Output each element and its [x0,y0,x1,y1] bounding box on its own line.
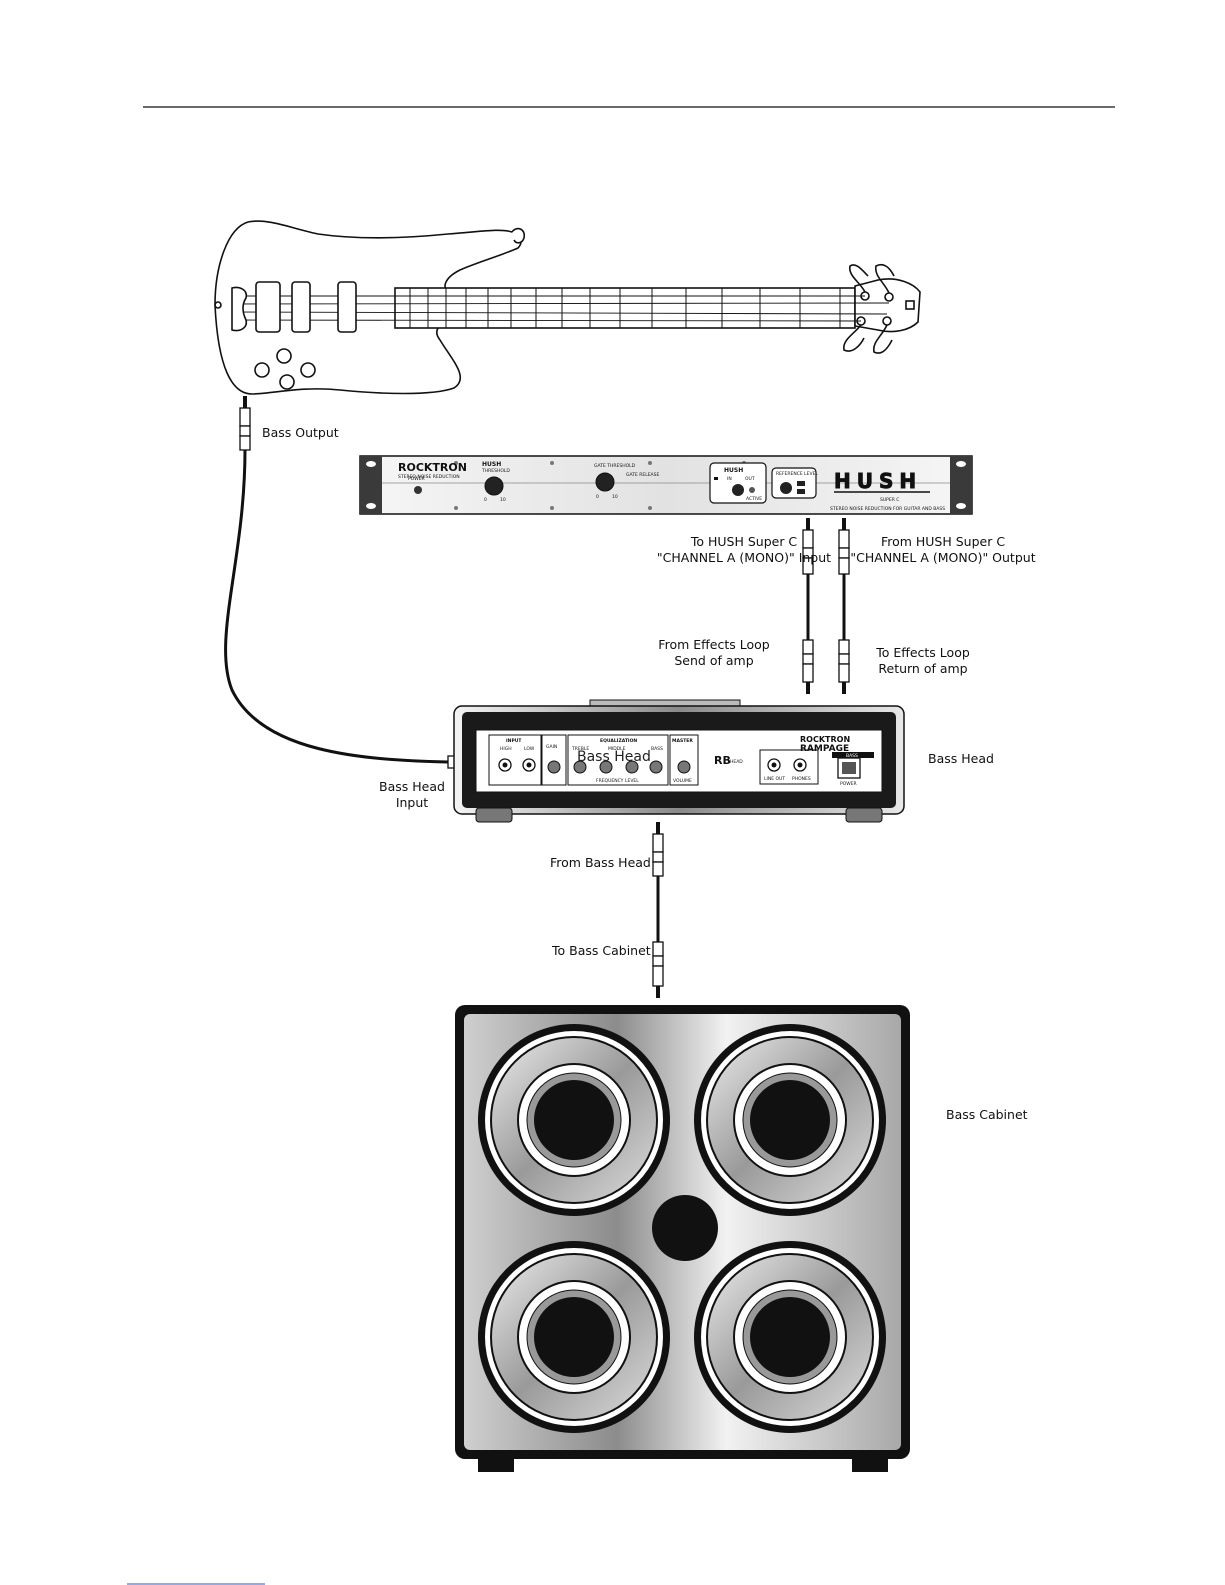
hush-logo: HUSH [834,469,922,493]
speakers [478,1024,886,1433]
amp-phones-label: PHONES [792,776,811,782]
gate-threshold-label: GATE THRESHOLD [594,463,636,469]
amp-frequency-label: FREQUENCY [596,778,624,784]
label-hush-input: To HUSH Super C "CHANNEL A (MONO)" Input [628,534,860,566]
speaker-top-right-icon [694,1024,886,1216]
label-bass-head-input: Bass Head Input [374,779,450,811]
hush-box-title: HUSH [724,467,743,474]
label-hush-output-line2: "CHANNEL A (MONO)" Output [850,550,1036,565]
speaker-bottom-right-icon [694,1241,886,1433]
effects-send-cable [802,518,814,694]
label-hush-input-line1: To HUSH Super C [690,534,798,549]
amp-level-label: LEVEL [625,778,639,784]
hush-threshold-min: 0 [484,497,487,503]
label-effects-send-line1: From Effects Loop [658,637,770,652]
amp-high-label: HIGH [500,746,512,752]
gate-threshold-max: 10 [612,494,618,500]
hush-logo-caption: STEREO NOISE REDUCTION FOR GUITAR AND BA… [830,506,945,512]
hush-out-label: OUT [745,476,755,482]
hush-threshold-knob[interactable] [484,476,504,496]
label-bass-head-input-line2: Input [395,795,429,810]
amp-treble-knob[interactable] [573,760,587,774]
label-hush-input-line2: "CHANNEL A (MONO)" Input [656,550,832,565]
label-effects-return-line1: To Effects Loop [876,645,970,660]
bass-port-icon [652,1195,718,1261]
hush-active-led-icon [749,487,755,493]
amp-eq-label: EQUALIZATION [600,738,637,744]
amp-treble-label: TREBLE [571,746,589,752]
amp-middle-label: MIDDLE [608,746,626,752]
guitar-cable [224,396,487,769]
amp-line-out-label: LINE OUT [764,776,785,782]
bass-head-unit: INPUT HIGH LOW GAIN EQUALIZATION TREBLE … [453,699,905,823]
label-effects-return: To Effects Loop Return of amp [868,645,978,677]
amp-low-label: LOW [524,746,535,752]
speaker-top-left-icon [478,1024,670,1216]
speaker-cable [652,822,664,998]
hush-threshold-max: 10 [500,497,506,503]
amp-brand: ROCKTRON [800,735,850,744]
hush-super-c-unit: ROCKTRON STEREO NOISE REDUCTION POWER HU… [359,455,973,515]
amp-middle-level-knob[interactable] [625,760,639,774]
amp-bass-knob[interactable] [649,760,663,774]
amp-bass-label: BASS [651,746,663,752]
amp-model: RAMPAGE [800,744,849,754]
hush-power-led-icon [414,486,422,494]
gate-threshold-knob[interactable] [595,472,615,492]
label-hush-output-line1: From HUSH Super C [880,534,1006,549]
hush-logo-sub: SUPER C [880,497,899,503]
gate-release-label: GATE RELEASE [626,472,659,478]
amp-volume-knob[interactable] [677,760,691,774]
label-bass-head: Bass Head [928,751,994,766]
label-bass-cabinet: Bass Cabinet [946,1107,1028,1122]
hush-brand: ROCKTRON [398,461,467,474]
hush-brand-sub: STEREO NOISE REDUCTION [398,474,460,480]
amp-input-label: INPUT [506,738,522,744]
effects-return-cable [838,518,850,694]
label-effects-return-line2: Return of amp [878,661,968,676]
bass-guitar-icon [214,220,921,395]
hush-threshold-title: HUSH [482,461,501,468]
label-effects-send: From Effects Loop Send of amp [652,637,776,669]
ref-level-label: REFERENCE LEVEL [776,471,818,477]
amp-gain-knob[interactable] [547,760,561,774]
amp-rb-sub: HEAD [730,759,743,765]
amp-power-label: POWER [840,781,857,787]
label-effects-send-line2: Send of amp [674,653,754,668]
label-bass-head-input-line1: Bass Head [379,779,445,794]
hush-bypass-switch[interactable] [732,484,744,496]
label-hush-output: From HUSH Super C "CHANNEL A (MONO)" Out… [850,534,1036,566]
ref-level-switch[interactable] [780,482,792,494]
amp-volume-label: VOLUME [673,778,692,784]
label-bass-head-overlay: Bass Head [577,749,651,765]
speaker-bottom-left-icon [478,1241,670,1433]
hush-threshold-sub: THRESHOLD [481,468,510,474]
hush-active-label: ACTIVE [746,496,762,502]
amp-master-label: MASTER [672,738,693,744]
gate-threshold-min: 0 [596,494,599,500]
hush-in-label: IN [727,476,732,482]
amp-middle-freq-knob[interactable] [599,760,613,774]
amp-model-sub: BASS [846,753,858,759]
label-from-bass-head: From Bass Head [550,855,651,870]
amp-gain-label: GAIN [546,744,557,750]
amp-rb-logo: RB [714,754,731,767]
hush-power-label: POWER [408,476,425,482]
label-bass-output: Bass Output [262,425,339,440]
label-to-bass-cabinet: To Bass Cabinet [552,943,651,958]
